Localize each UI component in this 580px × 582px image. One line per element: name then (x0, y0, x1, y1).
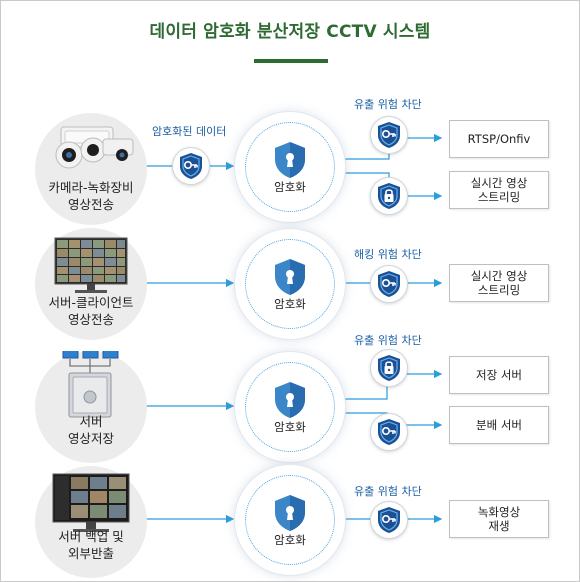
row2-threat-label: 해킹 위험 차단 (354, 248, 422, 261)
shield-key-icon (378, 122, 400, 148)
row3-output-1-text: 저장 서버 (476, 368, 522, 382)
row1-device-panel (35, 113, 147, 225)
row1-lock-badge (370, 177, 408, 215)
row3-encryption-node: 암호화 (234, 351, 346, 463)
cctv-cameras-icon (55, 126, 134, 169)
video-wall-monitor-icon (54, 237, 128, 293)
row3-output-box-2: 분배 서버 (449, 406, 549, 444)
encryption-ring (245, 475, 335, 565)
row3-output-2-text: 분배 서버 (476, 418, 522, 432)
row1-output-1-text: RTSP/Onfiv (467, 132, 531, 146)
row4-device-label: 서버 백업 및 외부반출 (16, 528, 166, 562)
encryption-ring (245, 362, 335, 452)
shield-key-icon (378, 507, 400, 533)
row3-device-label: 서버 영상저장 (16, 413, 166, 447)
shield-lock-icon (275, 495, 305, 531)
row2-device-panel (35, 228, 147, 340)
row1-device-label-text: 카메라-녹화장비 영상전송 (48, 180, 134, 212)
row1-device-label: 카메라-녹화장비 영상전송 (16, 179, 166, 213)
row1-output-2-text: 실시간 영상 스트리밍 (470, 176, 528, 204)
row3-encrypt-label: 암호화 (274, 420, 306, 434)
row2-device-label-text: 서버-클라이언트 영상전송 (48, 295, 134, 327)
row4-encryption-node: 암호화 (234, 464, 346, 576)
row3-lock-badge (370, 349, 408, 387)
row4-output-1-text: 녹화영상 재생 (477, 505, 521, 533)
row1-output-box-1: RTSP/Onfiv (449, 120, 549, 158)
row3-device-panel (35, 351, 147, 463)
row3-key-badge (370, 413, 408, 451)
shield-padlock-icon (378, 355, 400, 381)
row4-output-box-1: 녹화영상 재생 (449, 500, 549, 538)
row4-threat-badge (370, 501, 408, 539)
row4-encrypt-label: 암호화 (274, 533, 306, 547)
shield-key-icon (378, 419, 400, 445)
row2-encrypt-label: 암호화 (274, 297, 306, 311)
shield-lock-icon (275, 382, 305, 418)
shield-key-icon (378, 271, 400, 297)
row1-input-label: 암호화된 데이터 (152, 125, 227, 138)
row1-encrypt-label: 암호화 (274, 180, 306, 194)
row2-output-box-1: 실시간 영상 스트리밍 (449, 264, 549, 302)
shield-key-icon (180, 153, 202, 179)
row3-threat-label: 유출 위험 차단 (354, 334, 422, 347)
page-title: 데이터 암호화 분산저장 CCTV 시스템 (149, 22, 431, 42)
title-underline (254, 59, 328, 63)
row4-device-label-text: 서버 백업 및 외부반출 (58, 529, 124, 561)
row1-input-badge (172, 147, 210, 185)
shield-padlock-icon (378, 183, 400, 209)
row1-output-box-2: 실시간 영상 스트리밍 (449, 171, 549, 209)
row3-output-box-1: 저장 서버 (449, 356, 549, 394)
backup-monitor-icon (52, 473, 130, 532)
row3-device-label-text: 서버 영상저장 (67, 414, 114, 446)
shield-lock-icon (275, 259, 305, 295)
encryption-ring (245, 122, 335, 212)
row2-output-1-text: 실시간 영상 스트리밍 (470, 269, 528, 297)
row2-threat-badge (370, 265, 408, 303)
row4-device-panel (35, 466, 147, 578)
storage-server-icon (62, 351, 119, 418)
shield-lock-icon (275, 142, 305, 178)
row1-threat-label: 유출 위험 차단 (354, 98, 422, 111)
row2-device-label: 서버-클라이언트 영상전송 (16, 294, 166, 328)
row1-threat-badge (370, 116, 408, 154)
row1-encryption-node: 암호화 (234, 111, 346, 223)
row4-threat-label: 유출 위험 차단 (354, 485, 422, 498)
row2-encryption-node: 암호화 (234, 228, 346, 340)
encryption-ring (245, 239, 335, 329)
